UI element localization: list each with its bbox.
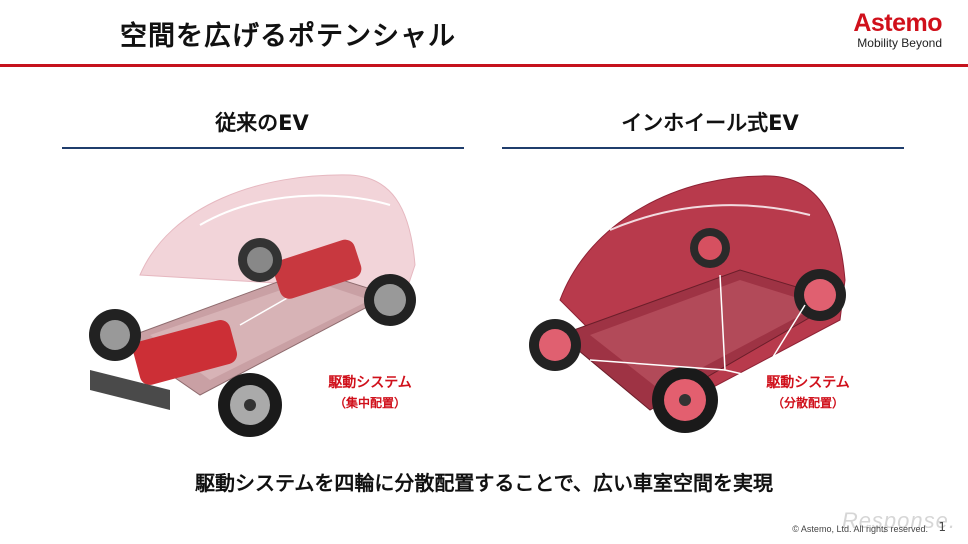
slide-title: 空間を広げるポテンシャル	[120, 21, 456, 52]
brand-tagline: Mobility Beyond	[857, 36, 942, 50]
response-watermark: Response.	[841, 508, 956, 533]
left-panel-heading: 従来のEV	[215, 111, 309, 135]
bottom-message: 駆動システムを四輪に分散配置することで、広い車室空間を実現	[195, 471, 773, 495]
in-wheel-ev-illustration	[529, 175, 846, 433]
left-heading-underline	[62, 147, 464, 149]
page-number: 1	[938, 520, 946, 534]
brand-logo: Astemo Mobility Beyond	[853, 9, 942, 50]
left-callout-main: 駆動システム	[328, 375, 412, 391]
left-callout-sub: （集中配置）	[333, 396, 406, 410]
right-panel-heading: インホイール式EV	[621, 111, 799, 135]
copyright-notice: © Astemo, Ltd. All rights reserved.	[792, 524, 928, 534]
conventional-ev-illustration	[89, 174, 416, 437]
header-divider	[0, 64, 968, 67]
brand-name: Astemo	[853, 9, 942, 37]
right-heading-underline	[502, 147, 904, 149]
right-callout-sub: （分散配置）	[771, 396, 844, 410]
right-drive-system-callout: 駆動システム （分散配置）	[748, 372, 868, 411]
left-drive-system-callout: 駆動システム （集中配置）	[310, 372, 430, 411]
right-callout-main: 駆動システム	[766, 375, 850, 391]
